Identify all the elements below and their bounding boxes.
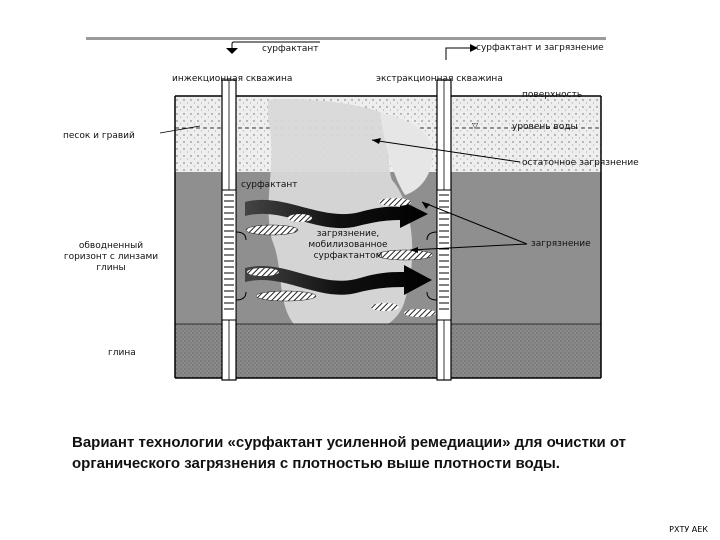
contamination-leader-2	[421, 201, 528, 245]
injection-well-label: инжекционная скважина	[172, 74, 293, 84]
mobilized-label-line1: загрязнение,	[316, 229, 380, 239]
clay-layer	[175, 324, 601, 378]
aquifer-label-line1: обводненный	[78, 241, 144, 251]
injection-flow-arrow	[231, 41, 320, 48]
mobilized-contamination-label: загрязнение, мобилизованное сурфактантом	[298, 229, 398, 262]
aquifer-label-line2: горизонт с линзами	[63, 252, 159, 262]
top-strip	[86, 37, 606, 40]
contamination-leader-1	[409, 243, 528, 251]
extraction-flow-arrow	[445, 47, 472, 60]
residual-contamination-label: остаточное загрязнение	[522, 158, 639, 168]
aquifer-label: обводненный горизонт с линзами глины	[58, 241, 164, 274]
figure-caption: Вариант технологии «сурфактант усиленной…	[72, 434, 627, 472]
hatched-contamination	[245, 198, 436, 317]
surfactant-inlet-label: сурфактант	[262, 44, 319, 54]
mobilized-label-line3: сурфактантом	[313, 251, 383, 261]
surfactant-zone-label: сурфактант	[241, 180, 298, 190]
water-level-label: уровень воды	[512, 122, 578, 132]
contamination-label: загрязнение	[531, 239, 591, 249]
surfactant-and-contamination-outlet-label: сурфактант и загрязнение	[476, 43, 604, 53]
footer-mark: РХТУ АЕК	[669, 525, 708, 534]
aquifer-label-line3: глины	[96, 263, 126, 273]
extraction-well-label: экстракционная скважина	[376, 74, 503, 84]
clay-label: глина	[108, 348, 136, 358]
surface-label: поверхность	[522, 90, 583, 100]
mobilized-label-line2: мобилизованное	[308, 240, 388, 250]
remediation-diagram	[86, 37, 606, 381]
water-level-symbol: ▽	[472, 121, 479, 130]
lower-flow-arrow	[245, 265, 432, 295]
sand-gravel-label: песок и гравий	[63, 131, 135, 141]
extraction-well	[426, 79, 452, 381]
residual-contamination-leader	[371, 139, 521, 163]
upper-flow-arrow	[245, 199, 428, 229]
injection-well	[221, 79, 247, 381]
